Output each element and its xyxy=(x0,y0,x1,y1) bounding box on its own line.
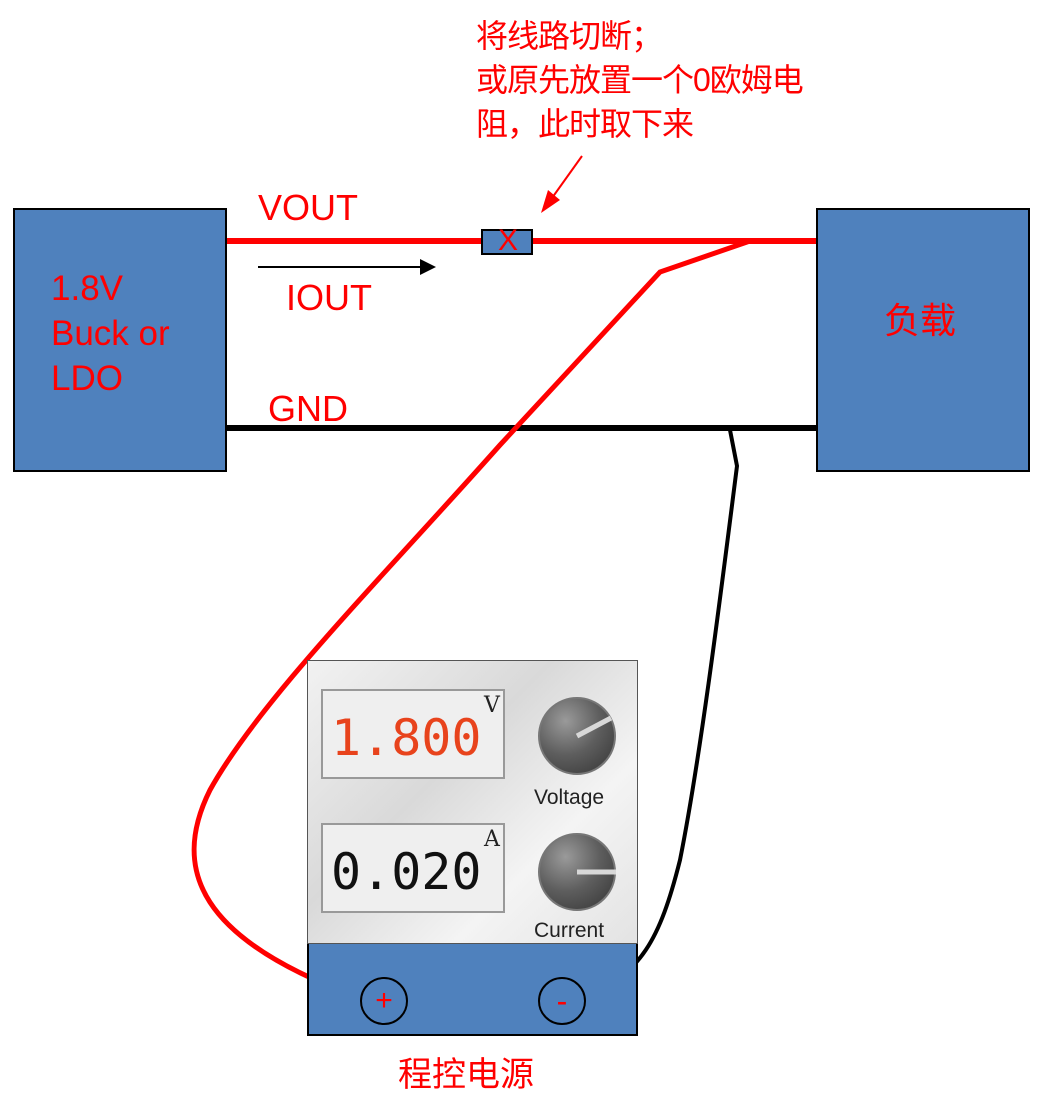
voltage-knob-label: Voltage xyxy=(534,786,605,809)
note-line-3: 阻，此时取下来 xyxy=(476,106,694,142)
source-label-line-1: 1.8V xyxy=(51,269,123,308)
voltage-unit: V xyxy=(484,693,500,718)
voltage-display: 1.800 V xyxy=(321,689,505,779)
note-line-1: 将线路切断； xyxy=(476,18,663,54)
positive-lead-wire xyxy=(191,238,751,1001)
positive-terminal[interactable]: + xyxy=(360,977,408,1025)
vout-label: VOUT xyxy=(258,187,359,228)
voltage-reading: 1.800 xyxy=(331,709,482,767)
negative-terminal[interactable]: - xyxy=(538,977,586,1025)
power-supply-panel: 1.800 V 0.020 A Voltage Current xyxy=(307,660,638,944)
load-block: 负载 xyxy=(816,208,1030,472)
current-knob-label: Current xyxy=(534,919,605,942)
note-line-2: 或原先放置一个0欧姆电 xyxy=(476,62,804,98)
source-block-label: 1.8V Buck or LDO xyxy=(51,266,170,401)
annotation-arrow-head xyxy=(541,190,560,213)
iout-label: IOUT xyxy=(286,277,372,318)
cut-mark: X xyxy=(498,224,519,257)
gnd-label: GND xyxy=(268,388,348,429)
annotation-arrow-line xyxy=(551,155,583,199)
power-supply-terminal-panel: + - xyxy=(307,944,638,1036)
annotation-note: 将线路切断； 或原先放置一个0欧姆电 阻，此时取下来 xyxy=(476,14,804,146)
current-knob[interactable] xyxy=(536,831,618,913)
source-label-line-2: Buck or xyxy=(51,314,170,353)
current-display: 0.020 A xyxy=(321,823,505,913)
voltage-knob-indicator xyxy=(575,715,613,739)
iout-arrow-head xyxy=(420,259,436,275)
current-reading: 0.020 xyxy=(331,843,482,901)
voltage-knob[interactable] xyxy=(536,695,618,777)
zero-ohm-resistor xyxy=(481,229,533,255)
source-block: 1.8V Buck or LDO xyxy=(13,208,227,472)
source-label-line-3: LDO xyxy=(51,359,123,398)
power-supply-caption: 程控电源 xyxy=(398,1056,534,1094)
current-unit: A xyxy=(484,827,500,852)
load-block-label: 负载 xyxy=(884,300,957,341)
